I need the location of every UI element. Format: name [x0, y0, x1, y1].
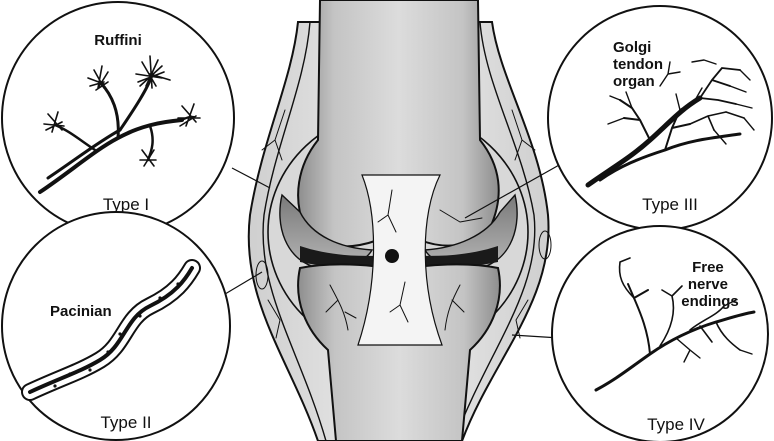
receptor-name-label: Pacinian [50, 303, 112, 320]
panel-type-iv: Free nerve endings Type IV [552, 226, 768, 441]
panel-circle [2, 212, 230, 440]
panel-type-i: Ruffini Type I [2, 2, 234, 234]
knee-joint [249, 0, 551, 441]
ligament-receptor-dot [385, 249, 399, 263]
panel-type-iii: Golgi tendon organ Type III [548, 6, 772, 230]
receptor-type-label: Type III [642, 195, 698, 214]
panel-circle [552, 226, 768, 441]
receptor-type-label: Type I [103, 195, 149, 214]
receptor-name-label: Ruffini [94, 32, 141, 49]
receptor-type-label: Type IV [647, 415, 705, 434]
panel-type-ii: Pacinian Type II [2, 212, 230, 440]
receptor-type-label: Type II [100, 413, 151, 432]
